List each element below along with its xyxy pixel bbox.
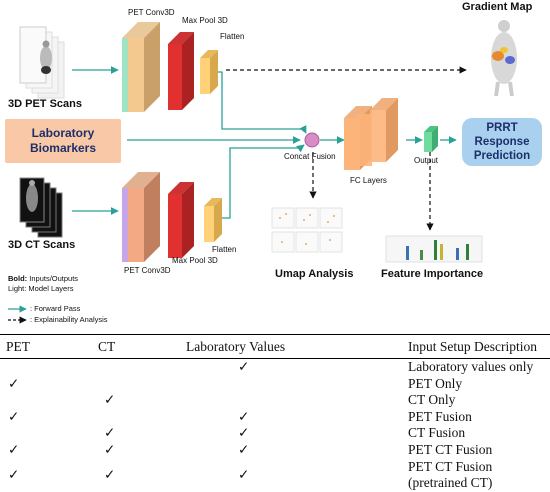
legend-bold-line: Bold: Inputs/Outputs [8, 274, 78, 283]
table-header-row: PET CT Laboratory Values Input Setup Des… [0, 334, 550, 359]
ct-maxpool-label: Max Pool 3D [172, 256, 218, 265]
cell-ct: ✓ [104, 466, 116, 482]
header-lab: Laboratory Values [186, 334, 408, 359]
concat-fusion-node [304, 132, 320, 148]
architecture-diagram [8, 14, 536, 324]
cell-lab: ✓ [238, 425, 250, 441]
feature-importance-label: Feature Importance [381, 268, 484, 280]
table-row: ✓ ✓ CT Fusion [0, 425, 550, 442]
output-block [424, 126, 438, 152]
table-row: ✓ ✓ ✓ PET CT Fusion (pretrained CT) [0, 459, 550, 492]
cell-description: CT Only [408, 392, 456, 408]
pet-flatten-block [200, 50, 218, 94]
fc-layers-block [344, 98, 398, 170]
header-pet: PET [0, 334, 98, 359]
umap-analysis-label: Umap Analysis [275, 268, 354, 280]
feature-importance-thumbnail [385, 235, 483, 263]
cell-pet [0, 392, 98, 409]
table-row: ✓ ✓ PET Fusion [0, 409, 550, 426]
table-row: ✓ Laboratory values only [0, 359, 550, 376]
table-row: ✓ PET Only [0, 376, 550, 393]
cell-lab: ✓ [238, 359, 250, 374]
ct-maxpool-block [168, 182, 194, 258]
cell-pet: ✓ [8, 441, 20, 457]
umap-thumbnails [271, 207, 343, 253]
cell-description: PET CT Fusion [408, 441, 493, 457]
cell-lab [186, 376, 408, 393]
pet-maxpool-block [168, 32, 194, 110]
gradient-map-label: Gradient Map [462, 1, 533, 13]
cell-ct: ✓ [104, 392, 116, 408]
cell-description: CT Fusion [408, 425, 466, 441]
cell-description: PET Only [408, 375, 463, 391]
cell-ct: ✓ [104, 441, 116, 457]
ct-input-label: 3D CT Scans [8, 239, 76, 251]
table-row: ✓ CT Only [0, 392, 550, 409]
cell-pet [0, 359, 98, 376]
cell-lab [186, 392, 408, 409]
ct-flatten-label: Flatten [212, 245, 237, 254]
lab-biomarkers-box: Laboratory Biomarkers [5, 119, 121, 163]
concat-fusion-label: Concat Fusion [284, 152, 336, 161]
pet-flatten-label: Flatten [220, 32, 245, 41]
cell-pet [0, 425, 98, 442]
legend-bold-key: Bold: [8, 274, 28, 283]
cell-ct: ✓ [104, 425, 116, 441]
cell-ct [98, 409, 186, 426]
table-row: ✓ ✓ ✓ PET CT Fusion [0, 442, 550, 459]
cell-lab: ✓ [238, 466, 250, 482]
legend-light-line: Light: Model Layers [8, 284, 74, 293]
header-ct: CT [98, 334, 186, 359]
fc-layers-label: FC Layers [350, 176, 387, 185]
forward-pass-arrows [72, 66, 457, 219]
gradient-map-image [472, 14, 536, 97]
ct-flatten-block [204, 198, 222, 242]
legend-explain-text: : Explainability Analysis [30, 315, 108, 324]
ct-conv3d-label: PET Conv3D [124, 266, 171, 275]
prrt-prediction-box: PRRT Response Prediction [462, 118, 542, 166]
ct-conv3d-block [122, 172, 160, 262]
header-description: Input Setup Description [408, 334, 550, 359]
cell-ct [98, 376, 186, 393]
legend-bold-text: Inputs/Outputs [29, 274, 79, 283]
input-setup-table: PET CT Laboratory Values Input Setup Des… [0, 334, 550, 492]
cell-pet: ✓ [8, 375, 20, 391]
ct-scan-stack [19, 177, 63, 238]
cell-lab: ✓ [238, 441, 250, 457]
cell-description: PET Fusion [408, 408, 472, 424]
cell-pet: ✓ [8, 466, 20, 482]
cell-description: PET CT Fusion (pretrained CT) [408, 458, 493, 491]
cell-description: Laboratory values only [408, 359, 534, 374]
cell-pet: ✓ [8, 408, 20, 424]
pet-scan-stack [19, 26, 65, 99]
pet-conv3d-block [122, 22, 160, 112]
cell-ct [98, 359, 186, 376]
cell-lab: ✓ [238, 408, 250, 424]
output-label: Output [414, 156, 439, 165]
pet-conv3d-label: PET Conv3D [128, 8, 175, 17]
pet-input-label: 3D PET Scans [8, 98, 82, 110]
legend-forward-text: : Forward Pass [30, 304, 81, 313]
pet-maxpool-label: Max Pool 3D [182, 16, 228, 25]
explainability-arrows [226, 66, 467, 231]
